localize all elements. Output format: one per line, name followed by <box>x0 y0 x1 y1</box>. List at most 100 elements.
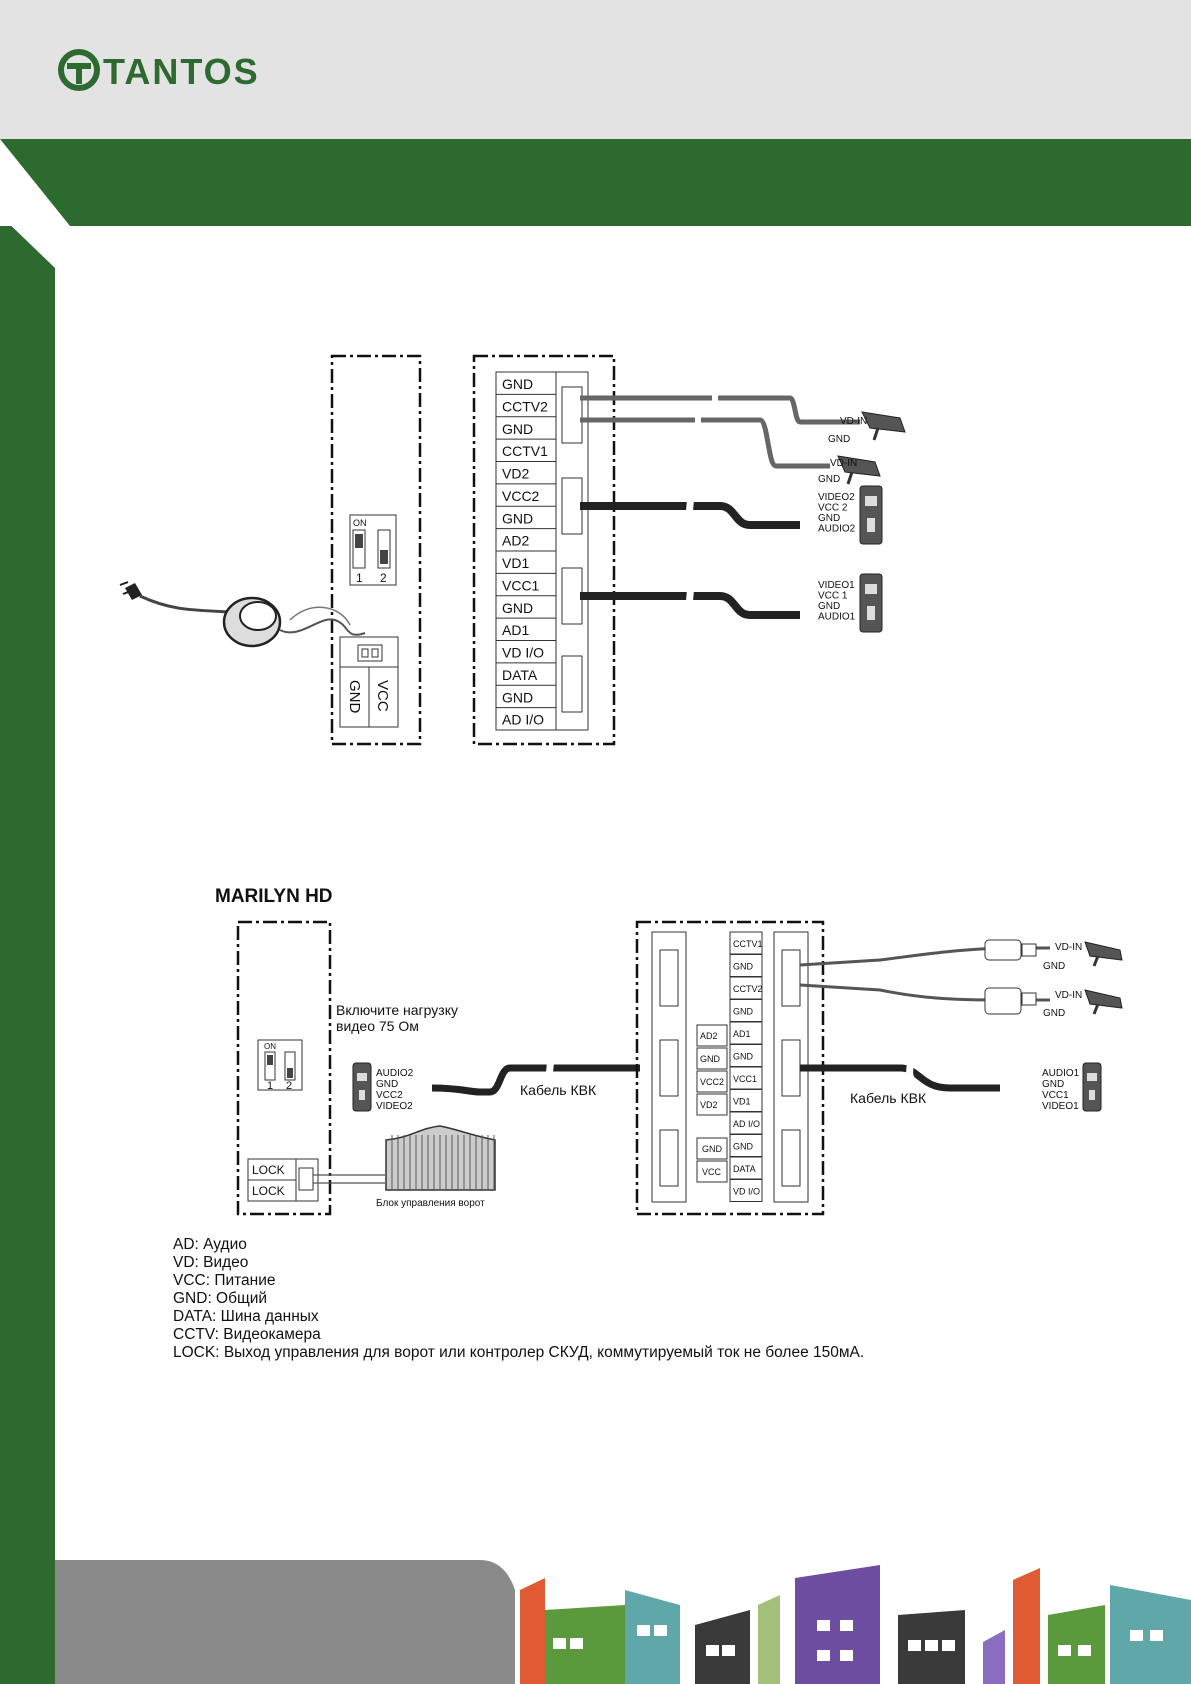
call-panel-right-button <box>1089 1090 1095 1100</box>
dip-1-label: 1 <box>356 571 363 585</box>
right-panel-wire-label: VCC1 <box>1042 1090 1069 1101</box>
note-line-1: Включите нагрузку <box>336 1002 458 1018</box>
panel-wire-label: AUDIO1 <box>818 612 856 623</box>
building-window <box>654 1625 667 1636</box>
kvk-cable-left <box>431 1064 640 1096</box>
legend-item: DATA: Шина данных <box>173 1308 319 1325</box>
cable-break-2 <box>692 407 704 433</box>
connector-panel1 <box>561 567 583 625</box>
diagram-1: ON 1 2 GND VCC GNDCCTV2GNDCCTV1VD2VCC2GN… <box>119 354 906 746</box>
dist-connector-3 <box>659 1129 679 1187</box>
legend-item: VCC: Питание <box>173 1272 276 1289</box>
call-panel-button <box>867 518 875 532</box>
building-lightgreen-1 <box>758 1595 780 1684</box>
mid-terminal-cell <box>696 1024 728 1047</box>
legend: AD: Аудио VD: Видео VCC: Питание GND: Об… <box>173 1236 864 1362</box>
mid-terminal-label: AD2 <box>700 1031 718 1041</box>
panel-wire-label: GND <box>818 513 840 524</box>
mid-terminal-cell <box>696 1070 728 1093</box>
camera-3-icon <box>1084 941 1123 967</box>
dip2-2-label: 2 <box>286 1080 292 1092</box>
camera-2-mount <box>872 427 880 441</box>
building-window <box>942 1640 955 1651</box>
mid-terminal-cell <box>696 1160 728 1183</box>
dist-connector-2 <box>659 1039 679 1097</box>
panel-wire-label: VCC 2 <box>818 503 848 514</box>
dist-connector-4 <box>781 949 801 1007</box>
camera-4-mount <box>1092 1003 1100 1015</box>
dip2-knob-2 <box>287 1068 293 1078</box>
panel-wire-label: AUDIO2 <box>818 524 856 535</box>
adapter-cord-coil <box>289 606 351 626</box>
cable-break-3 <box>685 490 696 522</box>
terminal-label: VCC2 <box>502 488 540 504</box>
terminal-label: GND <box>502 376 533 392</box>
dist-connector-6 <box>781 1129 801 1187</box>
green-left-bar <box>0 215 55 1684</box>
building-window <box>722 1645 735 1656</box>
cable-break-1 <box>709 385 721 411</box>
lock-label-2: LOCK <box>252 1184 285 1198</box>
right-panel-wire-label: GND <box>1042 1079 1064 1090</box>
call-panel-left-icon <box>352 1062 372 1112</box>
dist-connector-5 <box>781 1039 801 1097</box>
building-teal-1 <box>625 1590 680 1684</box>
legend-item: GND: Общий <box>173 1290 268 1307</box>
building-window <box>553 1638 566 1649</box>
building-window <box>1078 1645 1091 1656</box>
left-panel-wire-label: AUDIO2 <box>376 1068 414 1079</box>
cable-break-5 <box>545 1053 556 1083</box>
right-terminal-label: AD1 <box>733 1029 751 1039</box>
power-gnd-label: GND <box>346 680 363 714</box>
right-terminal-label: CCTV2 <box>733 984 763 994</box>
building-window <box>840 1650 853 1661</box>
footer-buildings <box>55 1560 1191 1684</box>
call-panel-right-camera <box>1087 1073 1097 1081</box>
building-window <box>1130 1630 1143 1641</box>
right-terminal-label: GND <box>733 1007 754 1017</box>
mid-terminal-label: GND <box>702 1144 723 1154</box>
cam4-gnd-label: GND <box>1043 1008 1065 1019</box>
right-terminal-label: GND <box>733 1052 754 1062</box>
cctv2-cable <box>580 395 860 425</box>
cam3-vdin-label: VD-IN <box>1055 942 1082 953</box>
call-panel-left-camera <box>357 1073 367 1081</box>
legend-item: LOCK: Выход управления для ворот или кон… <box>173 1344 865 1361</box>
terminal-label: DATA <box>502 667 538 683</box>
call-panel-button <box>867 606 875 620</box>
panel-wire-label: VCC 1 <box>818 591 848 602</box>
building-window <box>817 1650 830 1661</box>
cable-break-6 <box>905 1053 916 1083</box>
dip-knob-2 <box>380 550 388 564</box>
adapter-cord-2 <box>279 618 366 636</box>
call-panel-right-icon <box>1082 1062 1102 1112</box>
terminal-label: CCTV2 <box>502 398 548 414</box>
mid-terminal-cell <box>696 1093 728 1116</box>
gate-bars <box>391 1135 495 1190</box>
right-terminal-label: DATA <box>733 1164 756 1174</box>
terminal-label: AD2 <box>502 533 529 549</box>
terminal-label: AD1 <box>502 622 529 638</box>
terminal-label: GND <box>502 600 533 616</box>
legend-item: VD: Видео <box>173 1254 249 1271</box>
terminal-label: VD1 <box>502 555 529 571</box>
terminal-label: GND <box>502 510 533 526</box>
terminal-label: CCTV1 <box>502 443 548 459</box>
camera-2-body <box>861 411 906 433</box>
panel-wire-label: VIDEO2 <box>818 492 855 503</box>
diagram-2: Включите нагрузку видео 75 Ом ON 1 2 LOC… <box>215 886 1123 1216</box>
connector-io <box>561 655 583 713</box>
camera-1-mount <box>846 471 854 485</box>
building-window <box>925 1640 938 1651</box>
panel-wire-label: VIDEO1 <box>818 580 855 591</box>
dip-knob-1 <box>355 534 363 548</box>
monitor-outline <box>236 920 332 1216</box>
cam4-vdin-label: VD-IN <box>1055 990 1082 1001</box>
building-green-1 <box>545 1605 625 1684</box>
building-window <box>1150 1630 1163 1641</box>
right-terminal-label: VD1 <box>733 1097 751 1107</box>
adapter-face <box>239 601 277 631</box>
